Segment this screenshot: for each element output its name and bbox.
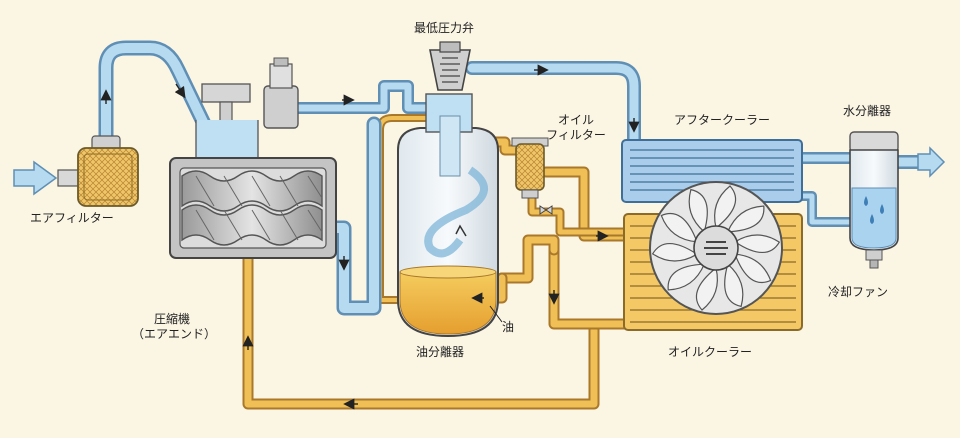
air-filter [57,135,139,207]
fan-blade [688,188,708,233]
label-minimum-pressure-valve: 最低圧力弁 [414,21,475,35]
label-oil-separator: 油分離器 [416,345,465,359]
cooling-fan [649,181,783,315]
label-oil-filter-line2: フィルター [546,128,606,142]
fan-blade [651,242,699,262]
fan-blade [724,263,744,308]
label-compressor-line1: 圧縮機 [153,312,190,326]
aftercooler [621,139,803,203]
oil-piping [242,114,634,410]
fan-blade [733,234,781,254]
inlet-arrow [13,160,58,196]
label-air-filter: エアフィルター [30,211,114,225]
label-oil-filter: オイル フィルター [538,113,614,143]
label-aftercooler: アフタークーラー [674,113,771,127]
minimum-pressure-valve [429,41,471,91]
water-separator [849,131,899,269]
oil-separator-tank [397,93,499,338]
label-oil: 油 [502,320,515,334]
label-oil-cooler: オイルクーラー [668,345,753,359]
label-cooling-fan: 冷却ファン [828,285,889,299]
label-oil-filter-line1: オイル [557,113,594,127]
outlet-arrow [917,146,946,178]
label-compressor: 圧縮機 （エアエンド） [132,312,217,342]
fan-blade [667,263,706,291]
fan-blade [714,185,737,230]
label-compressor-line2: （エアエンド） [132,327,217,341]
flow-arrows [100,64,640,410]
label-water-separator: 水分離器 [843,104,892,118]
fan-blade [660,212,698,243]
fan-blade [734,253,772,284]
compressor-air-end [169,57,337,259]
oil-leader-line [489,305,503,323]
fan-blade [695,266,718,311]
oil-filter [511,137,553,215]
air-piping [98,40,927,316]
fan-blade [726,205,765,233]
